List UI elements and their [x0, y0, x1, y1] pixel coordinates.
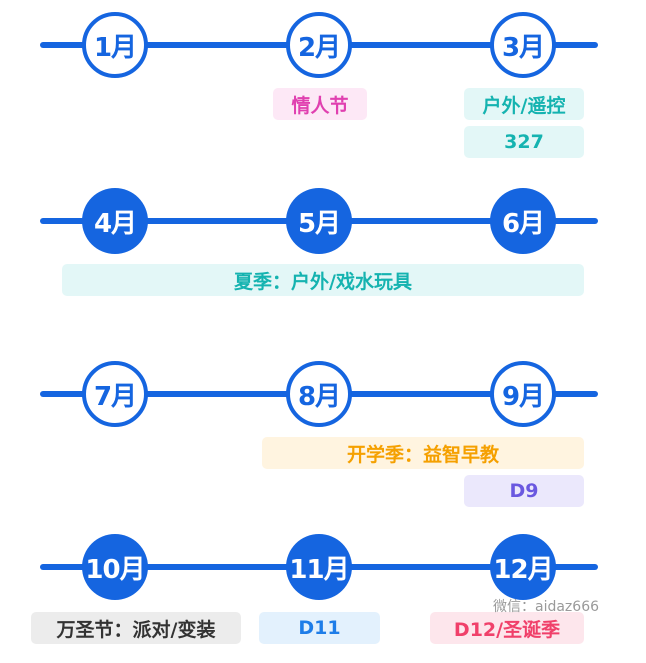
month-circle-aug: 8月	[286, 361, 352, 427]
month-circle-feb: 2月	[286, 12, 352, 78]
month-circle-dec: 12月	[490, 534, 556, 600]
month-circle-oct: 10月	[82, 534, 148, 600]
tag-valentines: 情人节	[273, 88, 367, 120]
tag-back-to-school: 开学季：益智早教	[262, 437, 584, 469]
month-circle-may: 5月	[286, 188, 352, 254]
month-circle-nov: 11月	[286, 534, 352, 600]
tag-327: 327	[464, 126, 584, 158]
tag-d11: D11	[259, 612, 380, 644]
month-circle-jul: 7月	[82, 361, 148, 427]
tag-d12-christmas: D12/圣诞季	[430, 612, 584, 644]
watermark-text: 微信：aidaz666	[493, 599, 600, 615]
tag-halloween: 万圣节：派对/变装	[31, 612, 241, 644]
tag-summer: 夏季：户外/戏水玩具	[62, 264, 584, 296]
month-circle-mar: 3月	[490, 12, 556, 78]
month-circle-jan: 1月	[82, 12, 148, 78]
month-circle-apr: 4月	[82, 188, 148, 254]
tag-d9: D9	[464, 475, 584, 507]
tag-outdoor-remote: 户外/遥控	[464, 88, 584, 120]
month-circle-jun: 6月	[490, 188, 556, 254]
month-circle-sep: 9月	[490, 361, 556, 427]
